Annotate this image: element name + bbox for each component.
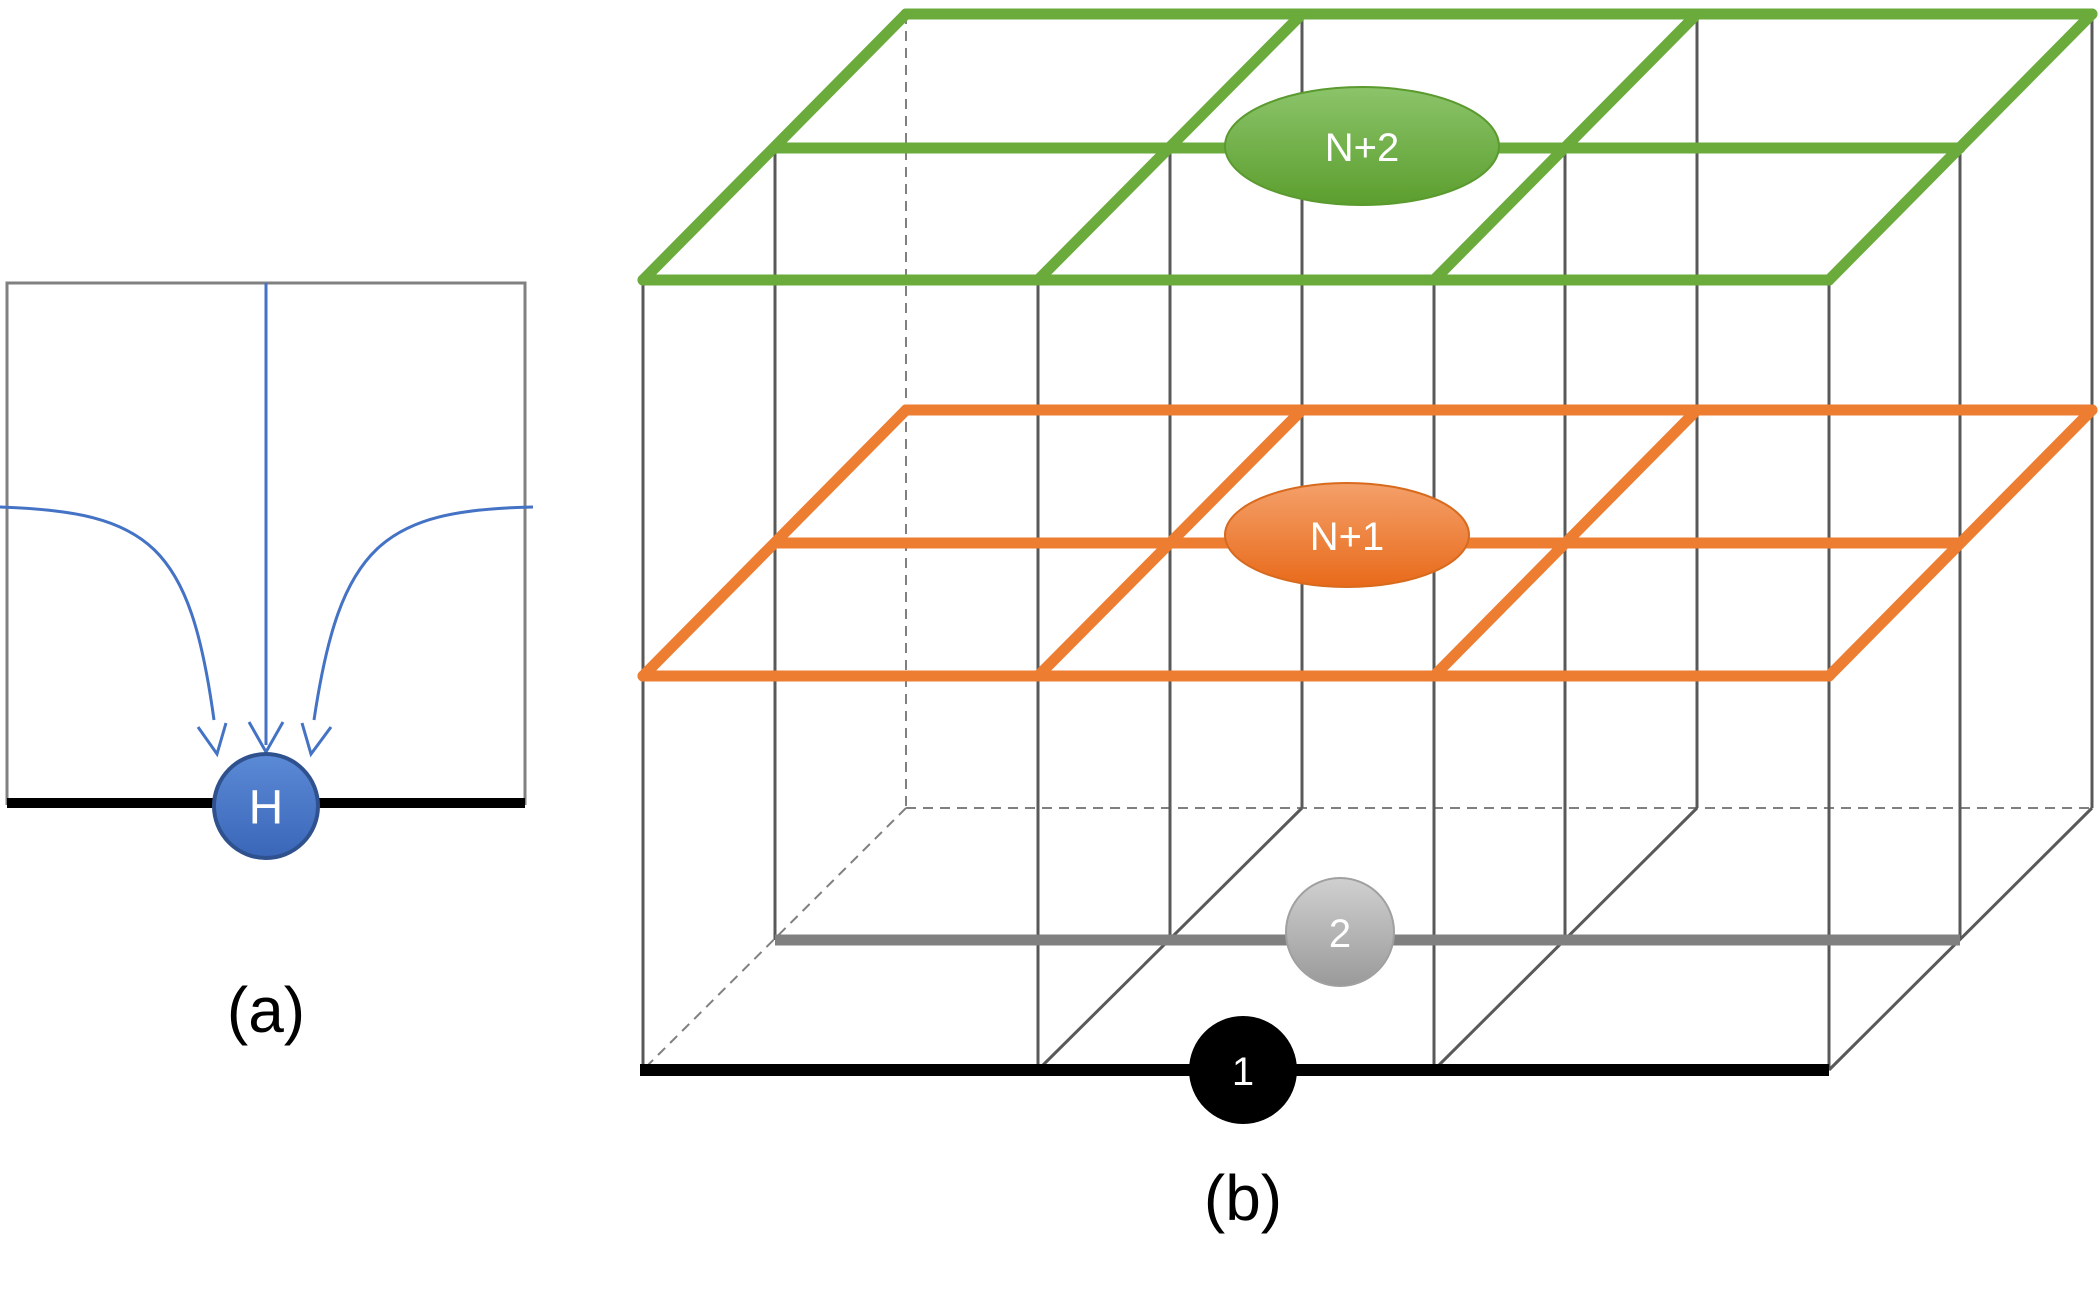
panel-a: H (a)	[0, 281, 534, 1046]
panel-b: N+2 N+1 2 1 (b)	[637, 8, 2098, 1234]
node-n-plus-1-label: N+1	[1310, 515, 1385, 559]
flow-arrow-left	[0, 505, 216, 721]
node-2: 2	[1285, 877, 1395, 987]
flow-arrows	[0, 283, 534, 745]
node-h-label: H	[249, 782, 284, 835]
flow-arrow-right	[312, 505, 534, 721]
arrow-head-left	[196, 722, 228, 758]
layer-n-plus-1-grid	[637, 404, 2098, 682]
caption-b: (b)	[1204, 1162, 1282, 1234]
node-n-plus-2: N+2	[1224, 86, 1500, 206]
node-1-label: 1	[1232, 1050, 1254, 1094]
node-2-label: 2	[1329, 912, 1351, 956]
node-1: 1	[1189, 1016, 1297, 1124]
node-n-plus-2-label: N+2	[1325, 126, 1400, 170]
caption-a: (a)	[227, 974, 305, 1046]
node-h: H	[212, 752, 320, 860]
arrow-head-right	[300, 722, 333, 758]
node-n-plus-1: N+1	[1224, 482, 1470, 588]
